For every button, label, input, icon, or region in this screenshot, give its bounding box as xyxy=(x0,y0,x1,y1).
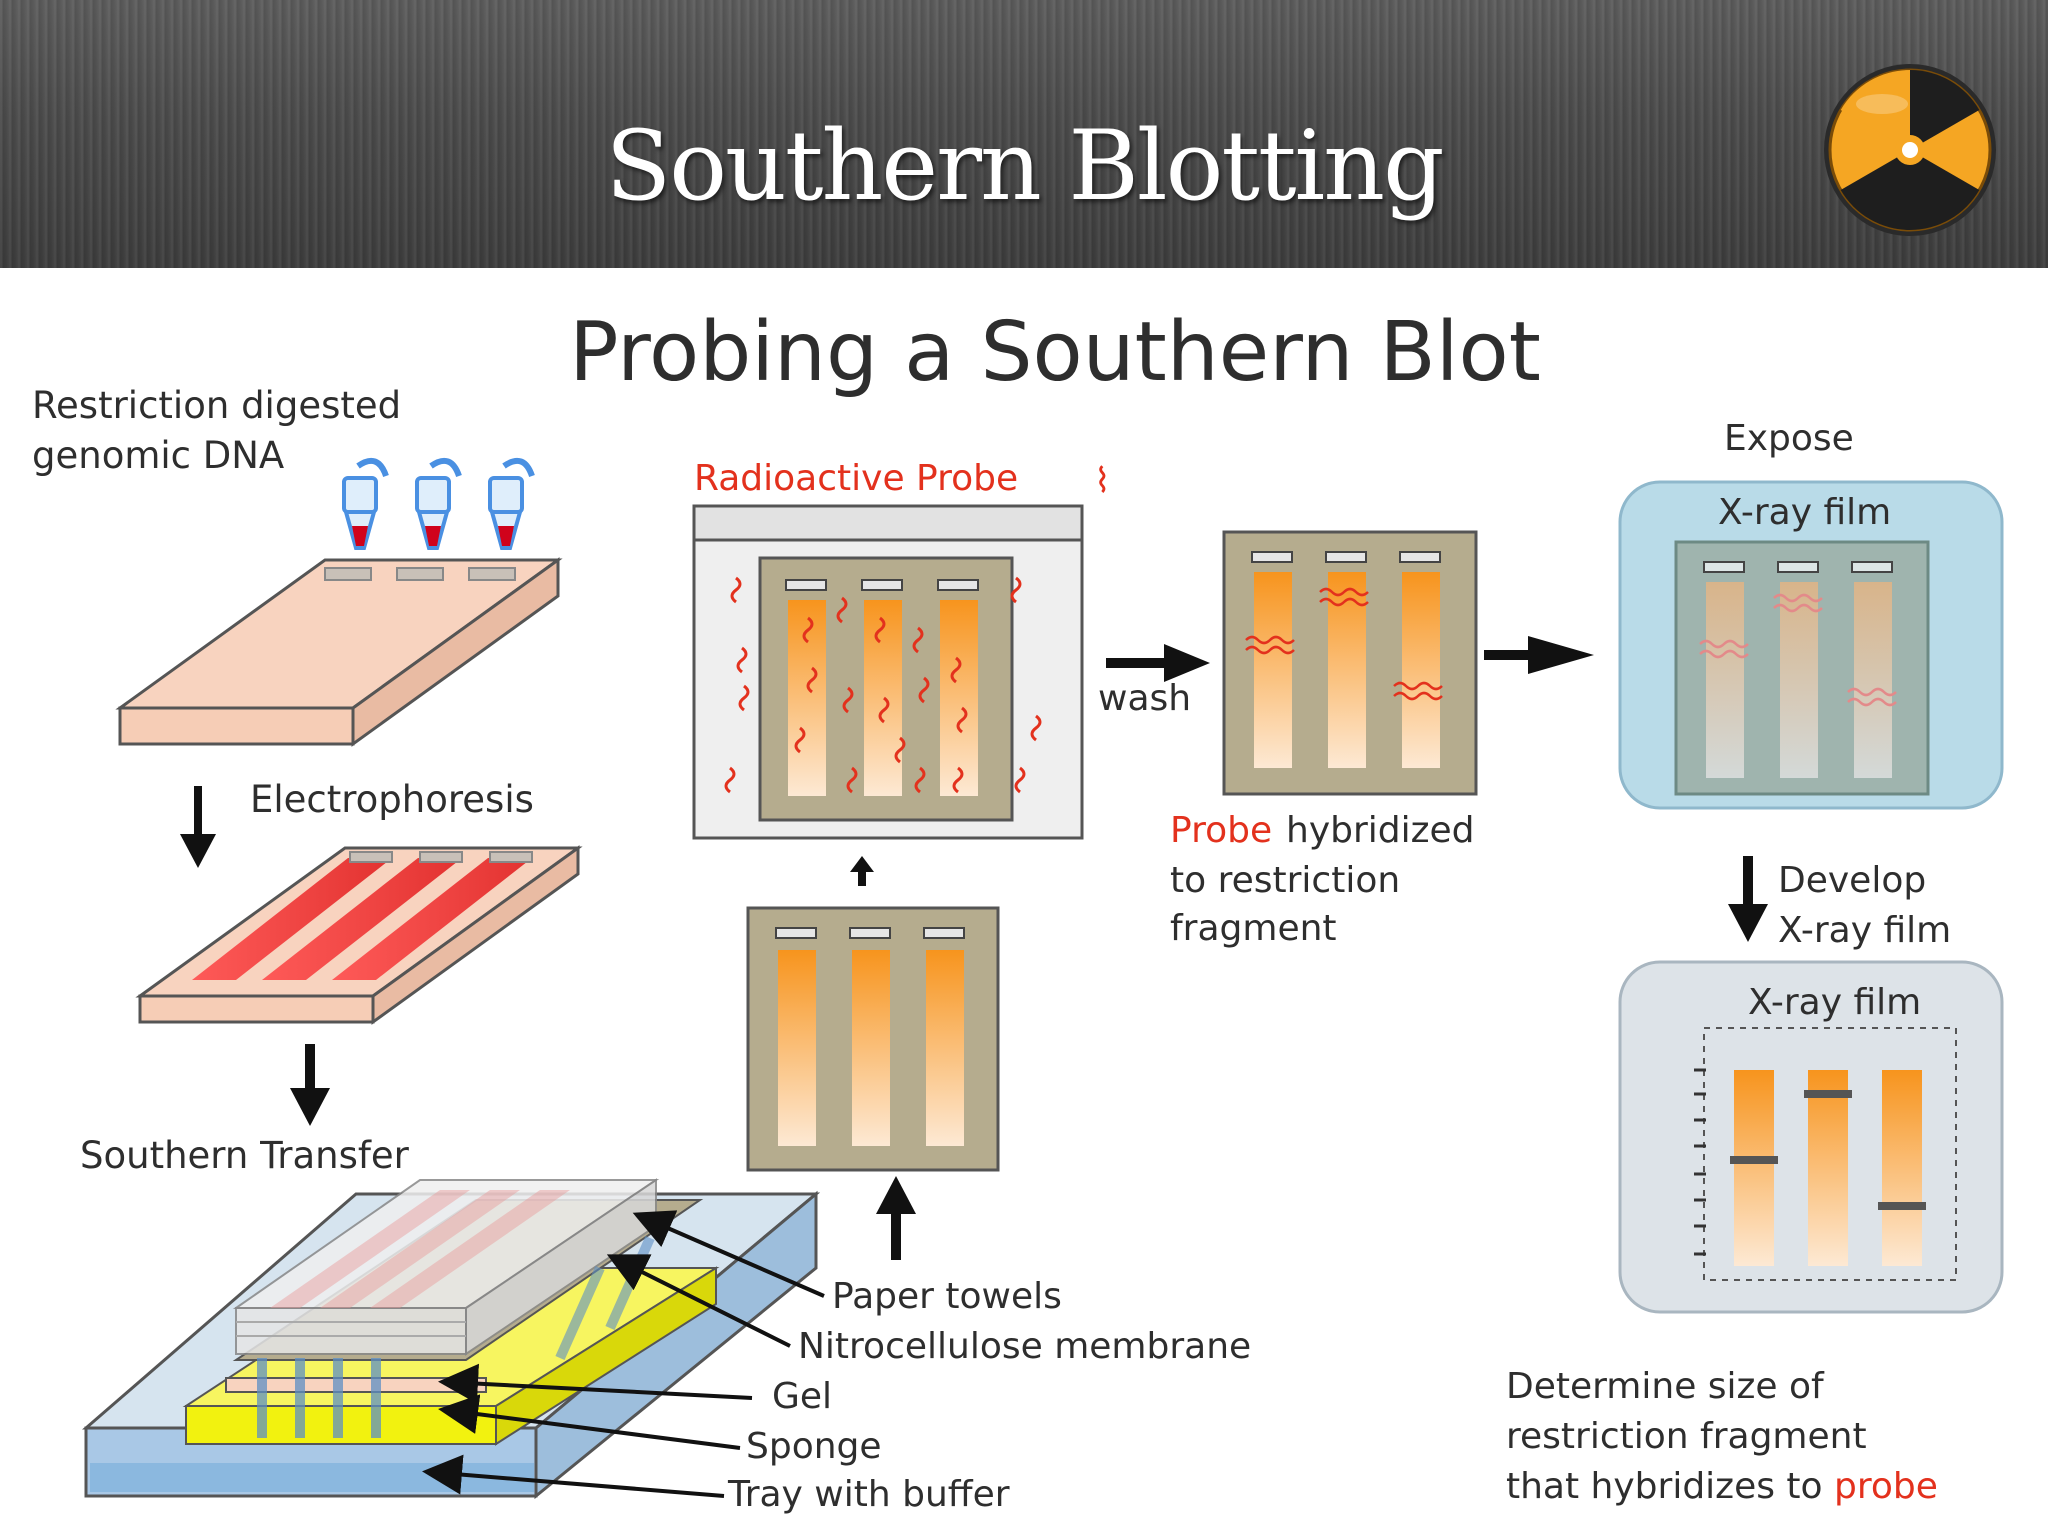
arrow-up-icon xyxy=(876,1176,916,1260)
xray-film-exposure xyxy=(1618,480,2004,810)
diagram-title: Probing a Southern Blot xyxy=(569,305,1541,400)
determine-label-line1: Determine size of xyxy=(1506,1366,1825,1407)
tray-with-buffer-label: Tray with buffer xyxy=(727,1474,1010,1515)
determine-label-line2: restriction fragment xyxy=(1506,1416,1867,1457)
transfer-label-pointers xyxy=(422,1210,825,1498)
developed-xray-film xyxy=(1618,960,2004,1314)
arrow-right-icon xyxy=(1106,644,1210,682)
arrow-down-icon xyxy=(1728,856,1768,942)
develop-label-line1: Develop xyxy=(1778,860,1926,901)
arrow-up-icon xyxy=(850,856,874,886)
agarose-gel xyxy=(115,557,563,747)
nitrocellulose-membrane xyxy=(746,906,1000,1172)
hybridization-bag xyxy=(692,504,1084,840)
electrophoresis-label: Electrophoresis xyxy=(250,778,534,821)
sample-tubes xyxy=(342,457,535,550)
transfer-apparatus xyxy=(81,1178,821,1500)
probe-symbol: ⌇ xyxy=(1094,461,1111,501)
slide-header: Southern Blotting xyxy=(0,0,2048,268)
expose-label: Expose xyxy=(1724,418,1854,459)
gel-label: Gel xyxy=(772,1376,832,1417)
electrophoresis-gel xyxy=(135,845,583,1025)
radioactive-probe-label: Radioactive Probe xyxy=(694,458,1018,499)
develop-label-line2: X-ray film xyxy=(1778,910,1951,951)
radiation-icon xyxy=(1824,64,1996,236)
nitrocellulose-membrane-label: Nitrocellulose membrane xyxy=(798,1326,1251,1367)
paper-towels-label: Paper towels xyxy=(832,1276,1062,1317)
determine-label-prefix: that hybridizes to xyxy=(1506,1466,1834,1507)
dna-label-line1: Restriction digested xyxy=(32,384,401,427)
sponge-label: Sponge xyxy=(746,1426,882,1467)
hybridized-label-line2: to restriction xyxy=(1170,860,1400,901)
arrow-down-icon xyxy=(290,1044,330,1126)
slide-title: Southern Blotting xyxy=(605,110,1444,222)
arrow-right-icon xyxy=(1484,636,1594,674)
determine-label-line3: that hybridizes to probe xyxy=(1506,1466,1938,1507)
hybridized-label-line3: fragment xyxy=(1170,908,1337,949)
hybridized-membrane xyxy=(1222,530,1478,796)
southern-transfer-label: Southern Transfer xyxy=(80,1134,410,1177)
arrow-down-icon xyxy=(180,786,216,868)
probe-highlight-label: Probe xyxy=(1170,810,1272,851)
hybridized-label: hybridized xyxy=(1286,810,1475,851)
xray-film-label-2: X-ray film xyxy=(1748,982,1921,1023)
probe-highlight-label-2: probe xyxy=(1834,1466,1938,1507)
southern-blot-diagram: Probing a Southern Blot Restriction dige… xyxy=(32,305,2004,1515)
wash-label: wash xyxy=(1098,678,1191,719)
xray-film-label-1: X-ray film xyxy=(1718,492,1891,533)
dna-label-line2: genomic DNA xyxy=(32,434,284,477)
